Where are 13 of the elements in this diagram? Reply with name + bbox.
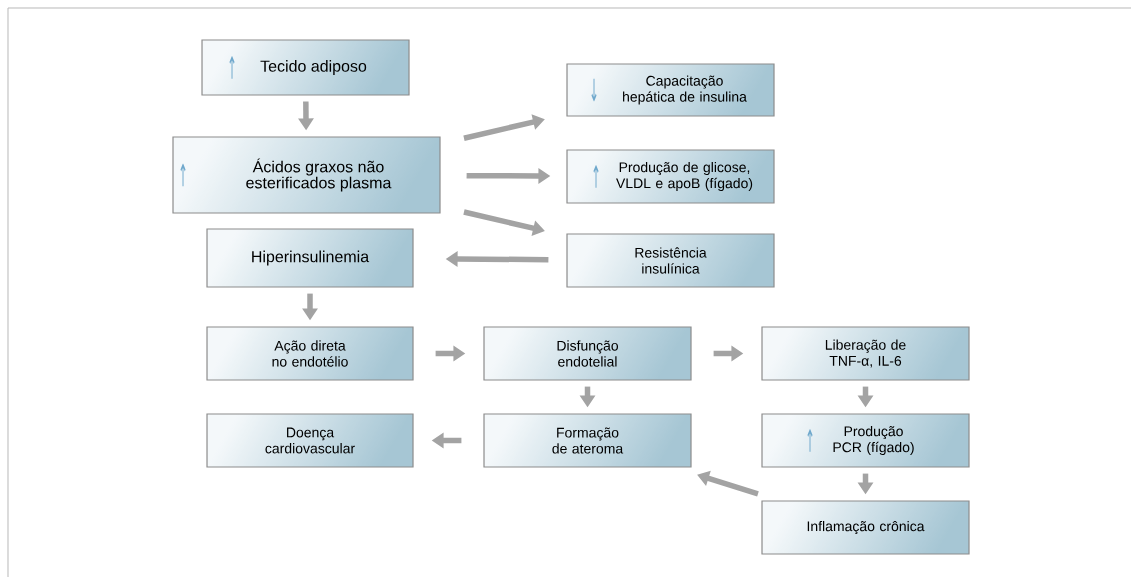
process-box: ↑ Produção de glicose, VLDL e apoB (fígado) — [566, 149, 775, 204]
process-box: Hiperinsulinemia — [206, 228, 414, 288]
process-box: Resistência insulínica — [566, 233, 775, 288]
process-box: Inflamação crônica — [761, 500, 970, 555]
process-box: ↑ Tecido adiposo — [201, 39, 410, 96]
process-box: Formação de ateroma — [483, 413, 692, 468]
process-box: Ação direta no endotélio — [206, 326, 414, 381]
process-box: ↑ Ácidos graxos não esterificados plasma — [172, 136, 441, 214]
process-box: Disfunção endotelial — [483, 326, 692, 381]
process-box: Doença cardiovascular — [206, 413, 414, 468]
process-box: ↑ Produção PCR (fígado) — [761, 413, 970, 468]
process-box: ↓ Capacitação hepática de insulina — [566, 63, 775, 117]
process-box: Liberação de TNF-α, IL-6 — [761, 326, 970, 381]
